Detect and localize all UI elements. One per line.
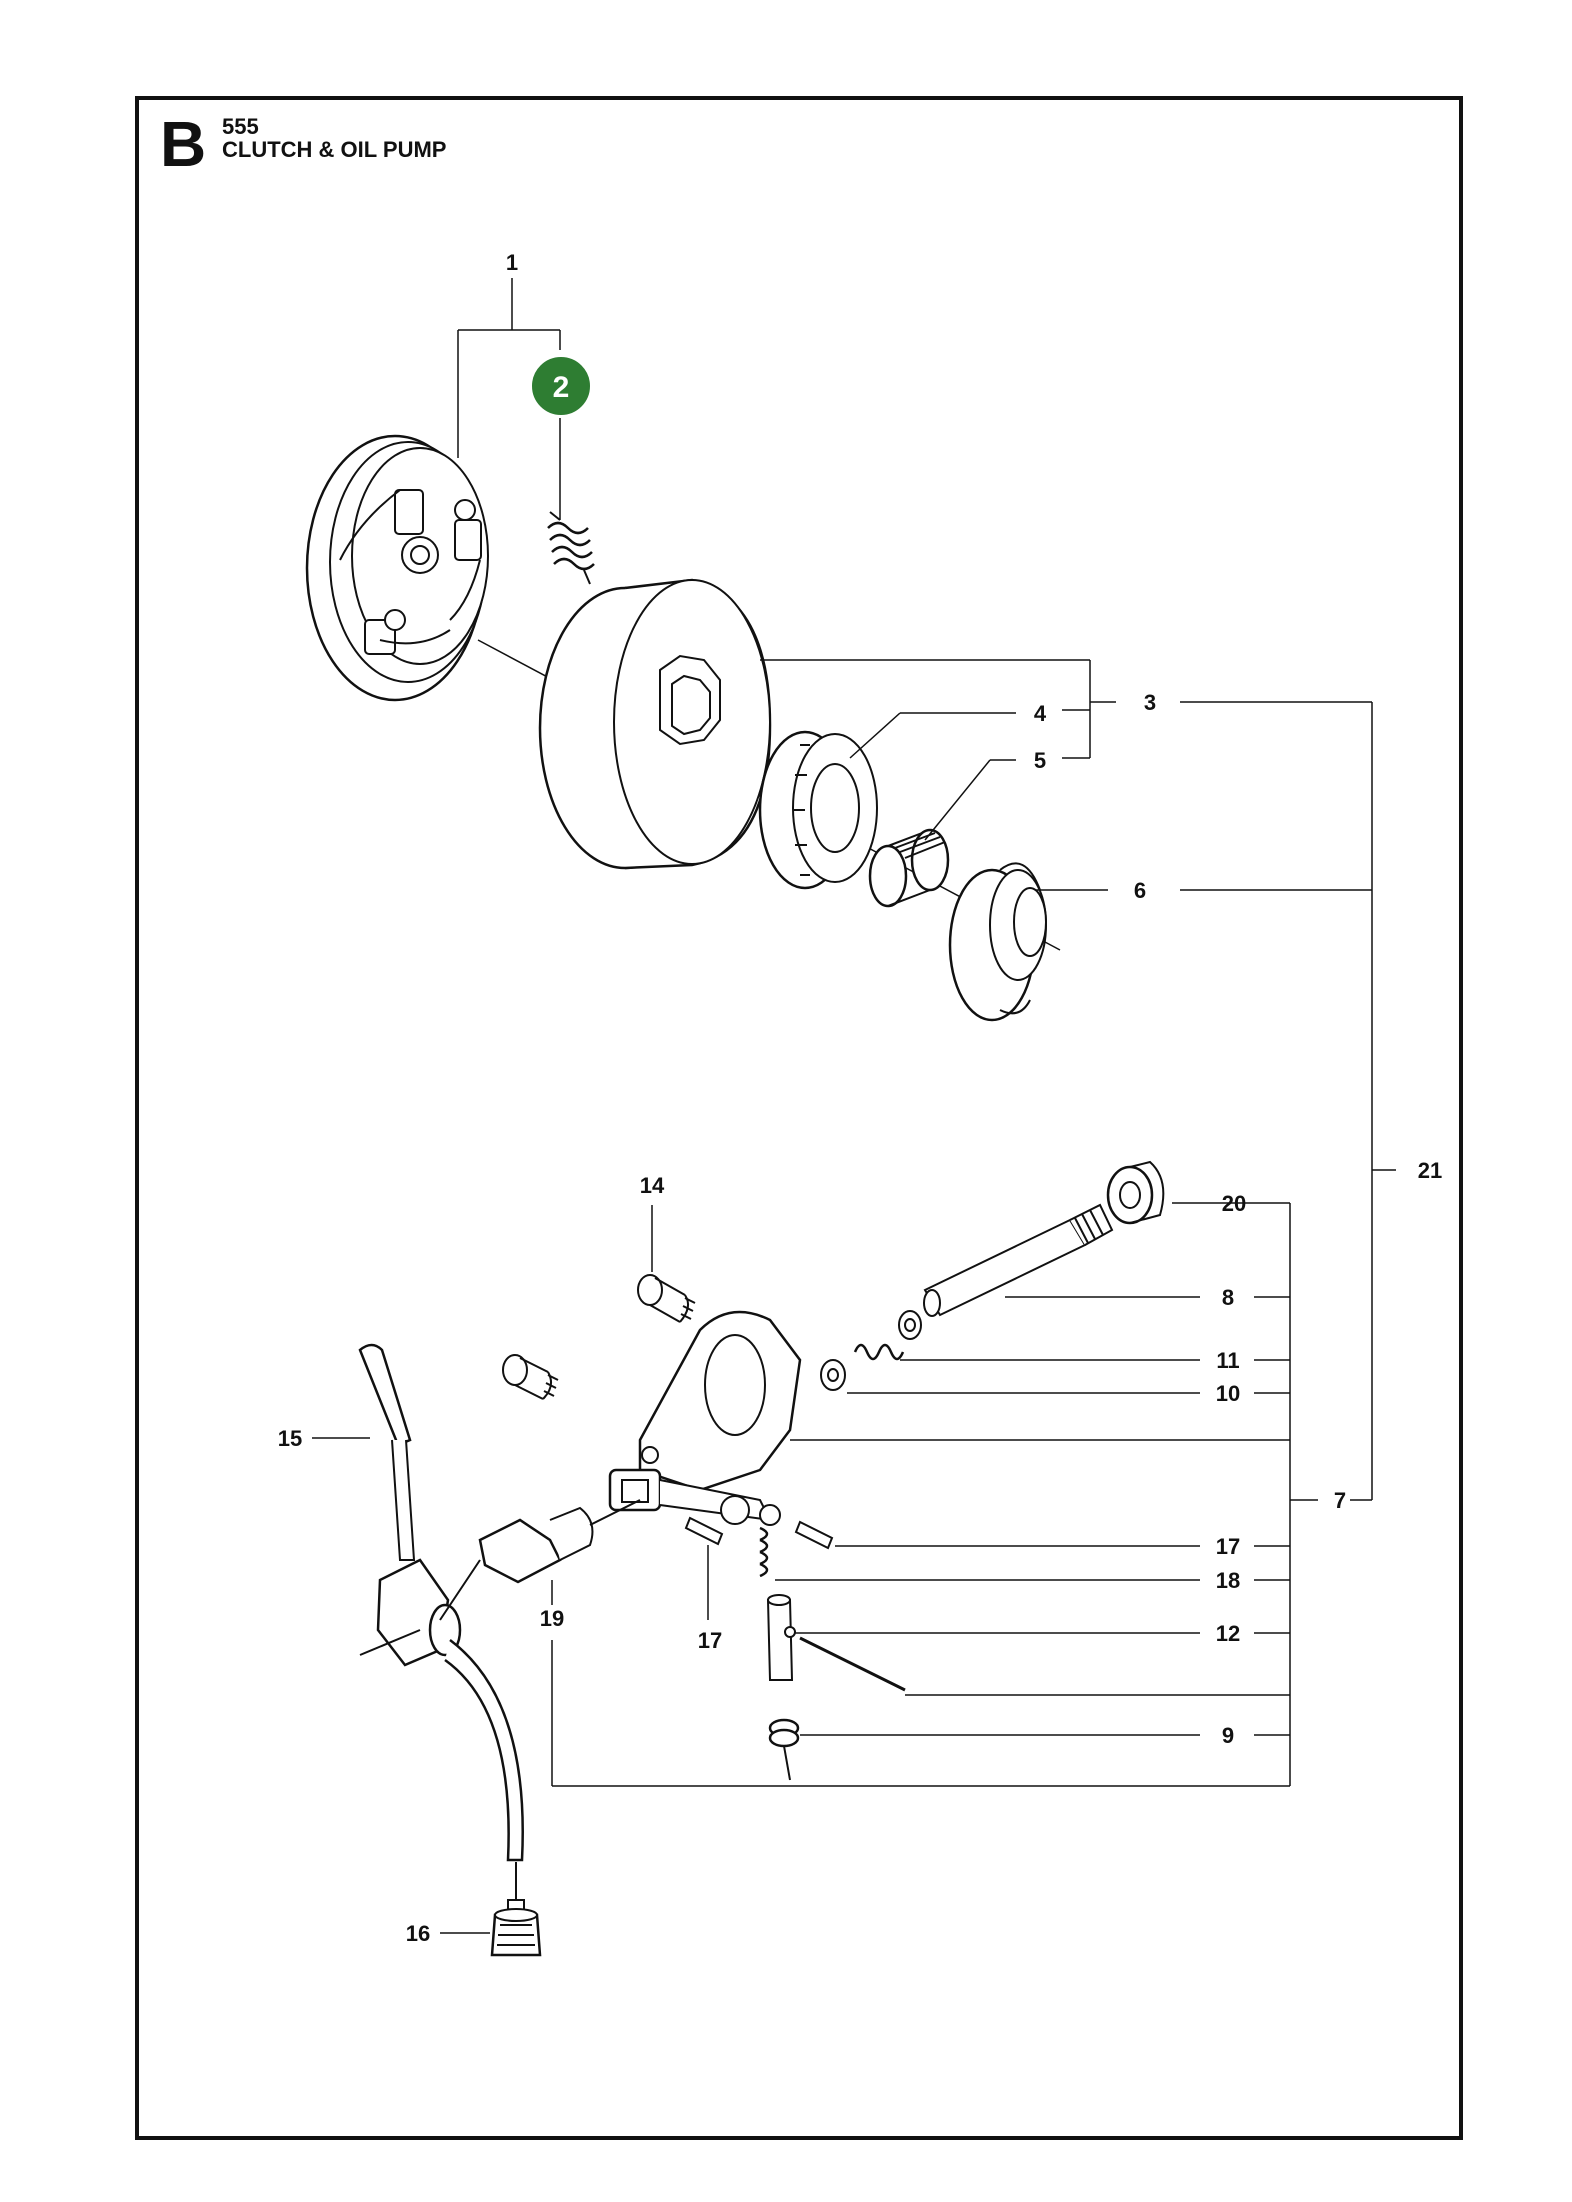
needle-bearing-part-5[interactable] (868, 828, 950, 908)
section-title: CLUTCH & OIL PUMP (222, 137, 447, 162)
callout-18[interactable]: 18 (1216, 1568, 1240, 1593)
seal-part-9[interactable] (768, 1718, 800, 1781)
callout-1[interactable]: 1 (506, 250, 518, 275)
drive-sprocket-part-6[interactable] (948, 862, 1047, 1022)
washer-part-10[interactable] (820, 1359, 846, 1391)
clutch-drum-part-3[interactable] (538, 578, 772, 870)
callout-19[interactable]: 19 (540, 1606, 564, 1631)
callout-5[interactable]: 5 (1034, 748, 1046, 773)
hose-connector-part-19[interactable] (439, 1499, 641, 1621)
clutch-assembly-part-1[interactable] (305, 434, 489, 702)
callout-9[interactable]: 9 (1222, 1723, 1234, 1748)
callout-14[interactable]: 14 (640, 1173, 665, 1198)
callout-12[interactable]: 12 (1216, 1621, 1240, 1646)
callout-4[interactable]: 4 (1034, 701, 1047, 726)
callout-7[interactable]: 7 (1334, 1488, 1346, 1513)
rim-sprocket-part-4[interactable] (758, 730, 878, 890)
screw-left[interactable] (502, 1354, 559, 1400)
oil-hose-part-15[interactable] (358, 1343, 524, 1862)
callout-16[interactable]: 16 (406, 1921, 430, 1946)
leader-lines (312, 278, 1396, 1934)
clutch-spring-part-2[interactable] (547, 511, 595, 585)
plunger-part-12[interactable] (766, 1594, 796, 1681)
callout-17-right[interactable]: 17 (1216, 1534, 1240, 1559)
page-frame (135, 96, 1463, 2140)
spring-part-11[interactable] (853, 1343, 905, 1361)
callout-20[interactable]: 20 (1222, 1191, 1246, 1216)
section-letter: B (160, 108, 207, 180)
spring-part-18[interactable] (759, 1526, 769, 1578)
callout-3[interactable]: 3 (1144, 690, 1156, 715)
pin-part-17-left[interactable] (684, 1516, 724, 1546)
oil-pump-housing-part-7[interactable] (608, 1310, 802, 1526)
screw-part-14[interactable] (637, 1274, 696, 1323)
callout-2-highlighted[interactable]: 2 (553, 371, 570, 404)
highlight-badge (532, 357, 590, 415)
callout-17-left[interactable]: 17 (698, 1628, 722, 1653)
callout-8[interactable]: 8 (1222, 1285, 1234, 1310)
callout-11[interactable]: 11 (1216, 1348, 1239, 1373)
callout-15[interactable]: 15 (278, 1426, 302, 1451)
model-number: 555 (222, 114, 259, 139)
callout-6[interactable]: 6 (1134, 878, 1146, 903)
bushing-part-20[interactable] (1106, 1160, 1165, 1225)
pin-long[interactable] (799, 1636, 906, 1692)
callout-21[interactable]: 21 (1418, 1158, 1442, 1183)
washer-part-11[interactable] (898, 1310, 922, 1340)
pump-shaft-part-8[interactable] (923, 1203, 1114, 1317)
callout-10[interactable]: 10 (1216, 1381, 1240, 1406)
oil-filter-part-16[interactable] (490, 1862, 542, 1957)
pin-part-17-right[interactable] (794, 1520, 834, 1550)
